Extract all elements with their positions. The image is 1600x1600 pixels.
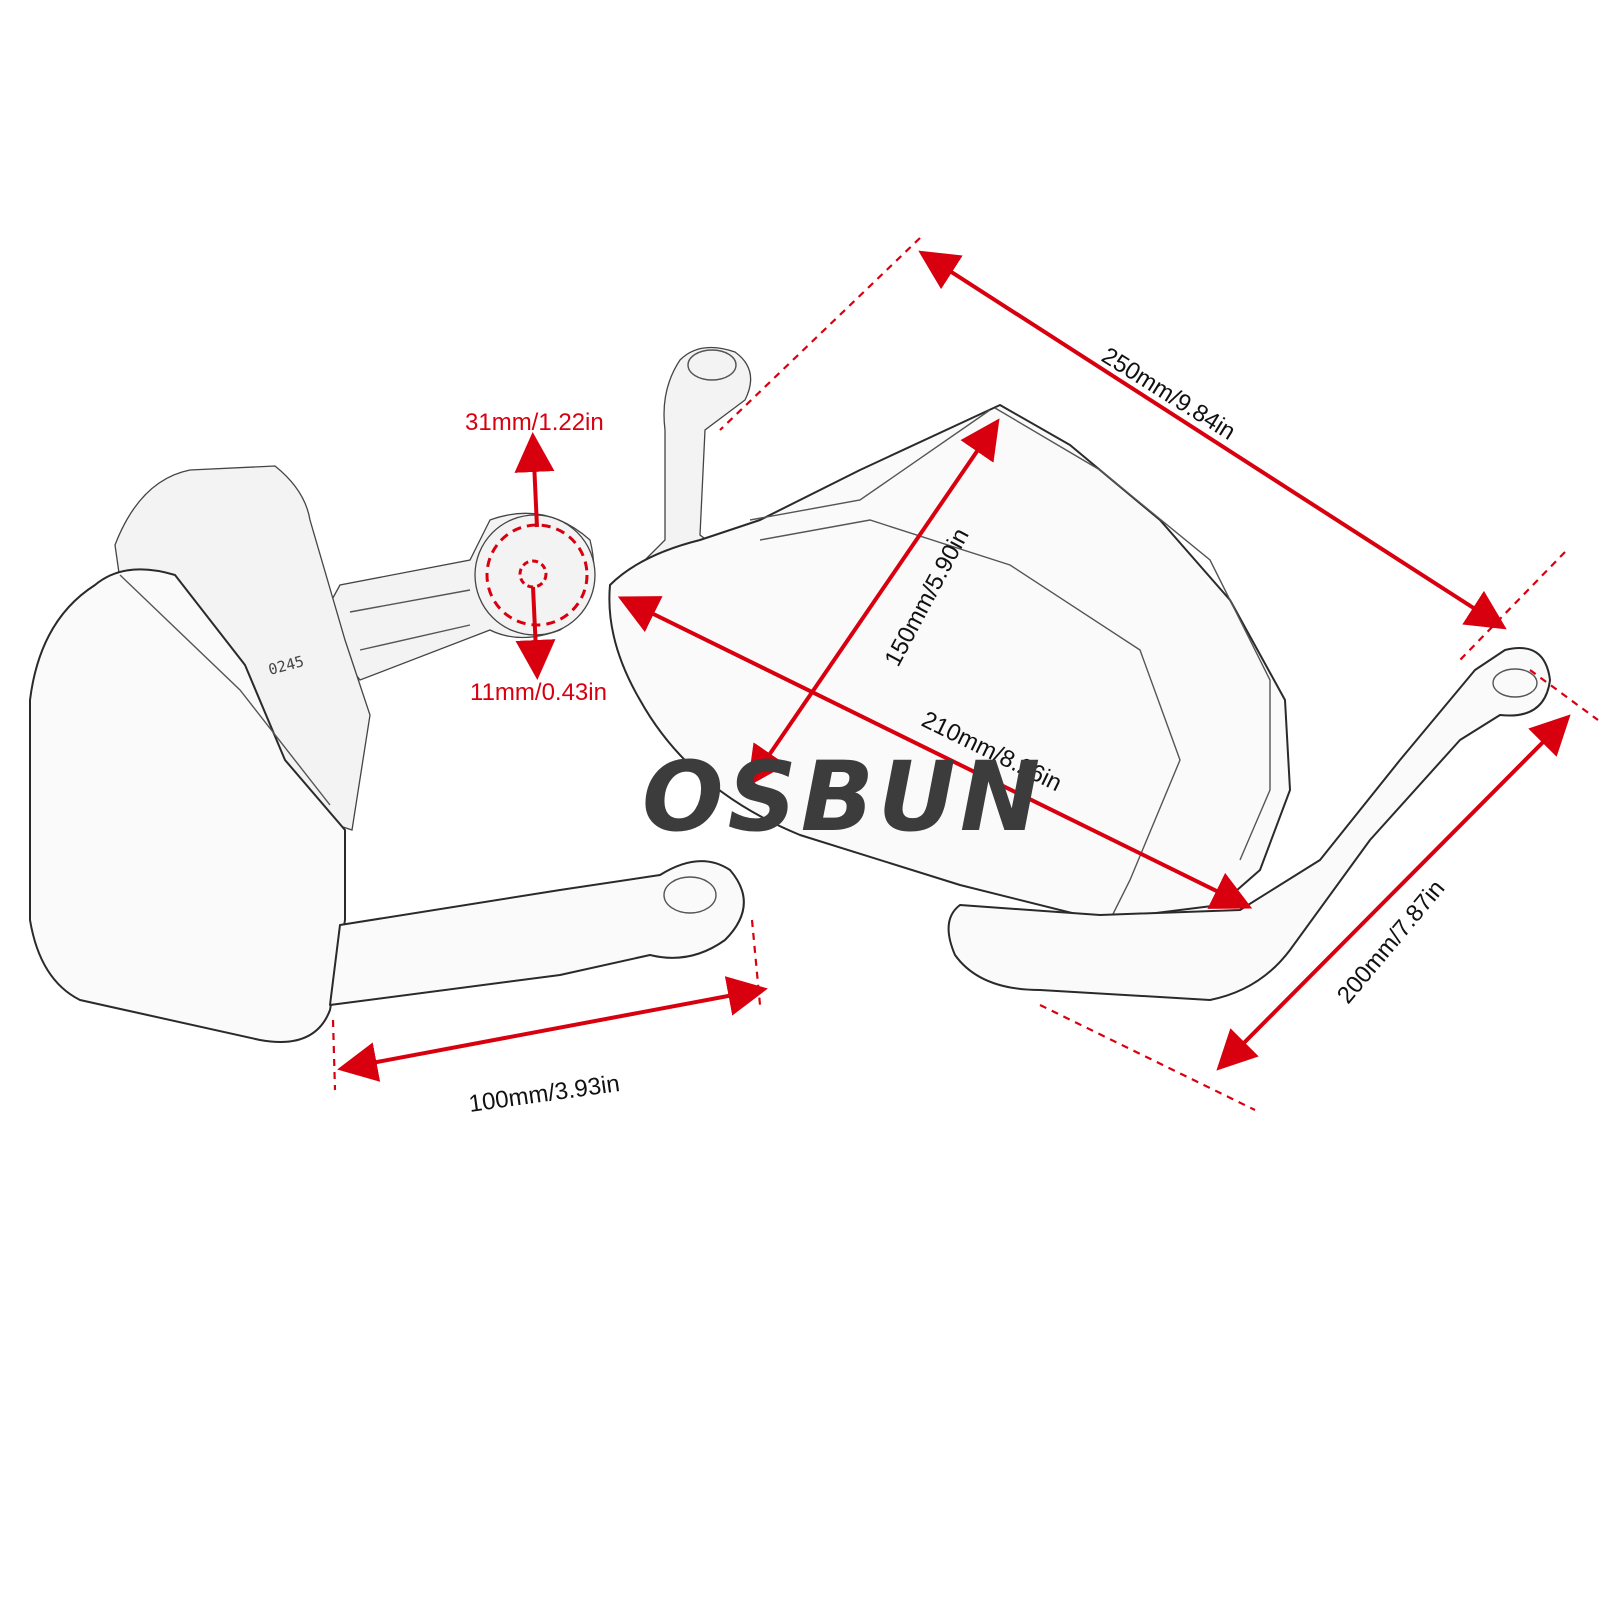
arrow-mount-width [1216, 714, 1571, 1071]
ring-outer-highlight [485, 523, 589, 627]
arrow-ring-inner [515, 586, 556, 680]
arrow-bracket-length [337, 976, 768, 1082]
arrow-length-overall [918, 250, 1507, 630]
label-ring-outer: 31mm/1.22in [465, 409, 604, 436]
left-shield-back [114, 465, 371, 831]
arrow-ring-outer [514, 432, 555, 528]
label-bracket-length: 100mm/3.93in [467, 1070, 621, 1118]
label-ring-inner: 11mm/0.43in [470, 679, 607, 706]
left-shield-front [29, 568, 346, 1043]
right-upper-arm [638, 346, 752, 567]
right-bar-hole [1492, 668, 1538, 698]
label-length-overall: 250mm/9.84in [1097, 342, 1240, 445]
arrow-diagonal [617, 596, 1253, 909]
dimension-arrows [337, 250, 1571, 1082]
brand-watermark: OSBUN [642, 741, 1044, 853]
left-lower-bracket [329, 860, 745, 1006]
left-handguard: 0245 [29, 465, 745, 1043]
